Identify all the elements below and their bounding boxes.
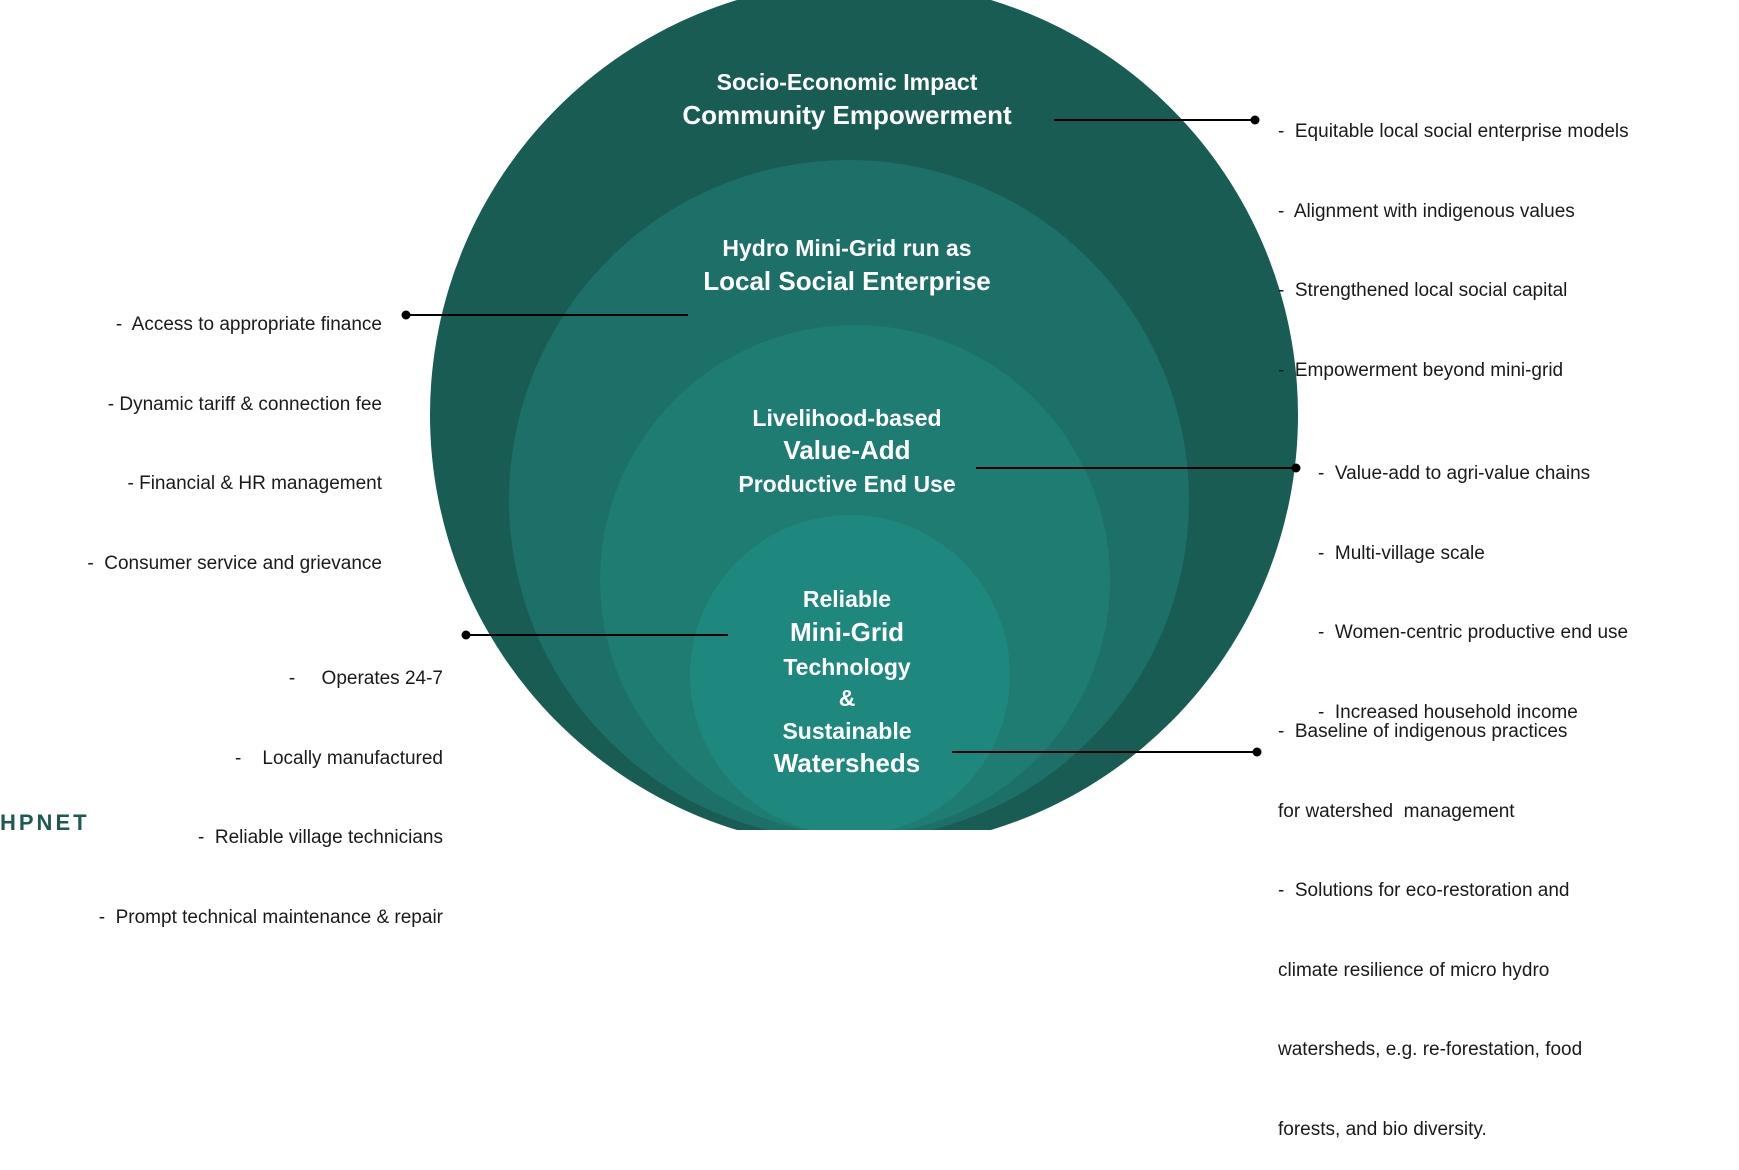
label-second: Hydro Mini-Grid run as Local Social Ente… — [703, 235, 991, 296]
note-watersheds-2: for watershed management — [1278, 800, 1515, 822]
note-valueadd-4: - Increased household income — [1318, 701, 1578, 723]
connector-technology — [461, 630, 728, 640]
label-inner-line1: Reliable — [803, 586, 891, 612]
note-enterprise-1: - Access to appropriate finance — [115, 314, 382, 335]
label-inner-line3: Technology — [783, 654, 911, 680]
circle-technology — [690, 515, 1010, 830]
note-community-4: - Empowerment beyond mini-grid — [1278, 359, 1564, 381]
connector-valueadd — [976, 463, 1301, 473]
note-valueadd-2: - Multi-village scale — [1318, 542, 1485, 564]
logo-text: HPNET — [0, 810, 90, 835]
note-community-3: - Strengthened local social capital — [1278, 280, 1568, 301]
notes-watersheds: - Baseline of indigenous practices for w… — [1278, 666, 1582, 1170]
notes-community: - Equitable local social enterprise mode… — [1278, 66, 1629, 411]
label-second-line2: Local Social Enterprise — [703, 266, 991, 296]
label-second-line1: Hydro Mini-Grid run as — [722, 235, 971, 261]
label-outer: Socio-Economic Impact Community Empowerm… — [682, 69, 1012, 130]
note-community-2: - Alignment with indigenous values — [1278, 200, 1575, 222]
label-inner: Reliable Mini-Grid Technology & Sustaina… — [774, 586, 920, 778]
label-outer-line2: Community Empowerment — [682, 100, 1012, 130]
note-community-1: - Equitable local social enterprise mode… — [1278, 121, 1629, 142]
note-technology-3: - Reliable village technicians — [197, 827, 443, 848]
note-watersheds-4: climate resilience of micro hydro — [1278, 959, 1550, 981]
label-outer-line1: Socio-Economic Impact — [717, 69, 978, 95]
note-enterprise-2: - Dynamic tariff & connection fee — [107, 393, 382, 415]
note-watersheds-5: watersheds, e.g. re-forestation, food — [1278, 1039, 1583, 1060]
notes-technology: - Operates 24-7 - Locally manufactured -… — [99, 613, 443, 958]
label-inner-line2: Mini-Grid — [790, 617, 904, 647]
connector-watersheds — [952, 747, 1262, 757]
label-third: Livelihood-based Value-Add Productive En… — [738, 405, 955, 497]
nested-circles-diagram: Socio-Economic Impact Community Empowerm… — [401, 0, 1301, 830]
note-valueadd-1: - Value-add to agri-value chains — [1318, 463, 1591, 484]
note-valueadd-3: - Women-centric productive end use — [1318, 622, 1629, 643]
label-third-line3: Productive End Use — [738, 471, 955, 497]
note-enterprise-3: - Financial & HR management — [127, 473, 383, 494]
label-inner-line5: Sustainable — [782, 718, 911, 744]
note-enterprise-4: - Consumer service and grievance — [87, 552, 382, 574]
note-watersheds-1: - Baseline of indigenous practices — [1278, 721, 1568, 742]
note-technology-2: - Locally manufactured — [234, 747, 443, 769]
connector-community — [1054, 115, 1260, 125]
note-technology-4: - Prompt technical maintenance & repair — [98, 906, 443, 928]
note-technology-1: - Operates 24-7 — [288, 668, 443, 689]
note-watersheds-3: - Solutions for eco-restoration and — [1278, 880, 1570, 901]
label-third-line2: Value-Add — [783, 435, 910, 465]
label-inner-line6: Watersheds — [774, 748, 920, 778]
label-inner-line4: & — [839, 685, 856, 711]
label-third-line1: Livelihood-based — [752, 405, 941, 431]
notes-enterprise: - Access to appropriate finance - Dynami… — [87, 259, 382, 604]
connector-enterprise — [401, 310, 688, 320]
note-watersheds-6: forests, and bio diversity. — [1278, 1118, 1487, 1140]
notes-valueadd: - Value-add to agri-value chains - Multi… — [1318, 408, 1628, 753]
